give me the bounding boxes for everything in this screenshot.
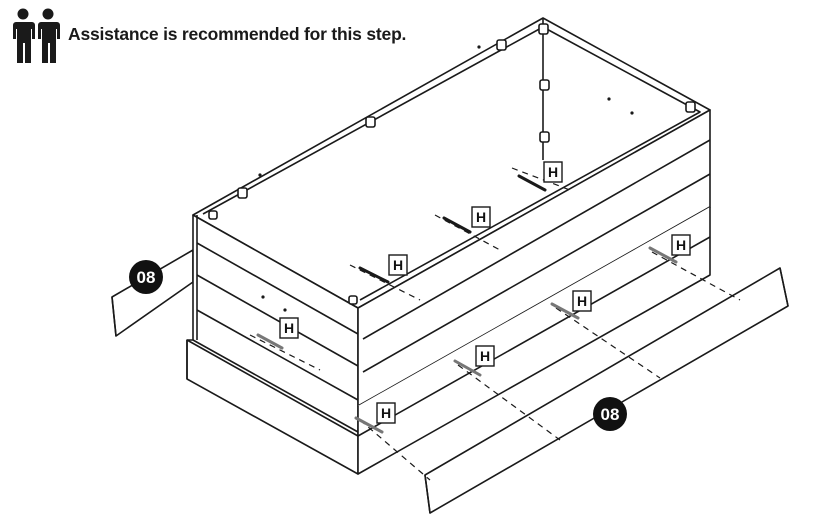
svg-text:H: H <box>548 164 558 180</box>
screw-label-4: H <box>671 234 691 256</box>
svg-text:08: 08 <box>137 268 156 287</box>
assistance-text: Assistance is recommended for this step. <box>68 23 407 44</box>
screw-label-3: H <box>543 161 563 183</box>
assistance-notice: Assistance is recommended for this step. <box>10 8 406 66</box>
cabinet-box <box>186 17 711 475</box>
panel-badge-left: 08 <box>129 260 163 294</box>
svg-text:H: H <box>381 405 391 421</box>
svg-text:H: H <box>480 348 490 364</box>
front-panel-08 <box>424 267 789 514</box>
panel-badge-front: 08 <box>593 397 627 431</box>
svg-text:H: H <box>393 257 403 273</box>
screw-label-5: H <box>572 290 592 312</box>
screw-label-6: H <box>475 345 495 367</box>
screw-label-1: H <box>388 254 408 276</box>
screw-h-labels: H H H H H H H H <box>279 161 691 424</box>
svg-text:H: H <box>676 237 686 253</box>
svg-text:08: 08 <box>601 405 620 424</box>
svg-text:H: H <box>284 320 294 336</box>
screw-label-7: H <box>376 402 396 424</box>
screw-label-8: H <box>279 317 299 339</box>
svg-text:H: H <box>476 209 486 225</box>
two-people-icon <box>13 8 60 63</box>
screw-label-2: H <box>471 206 491 228</box>
svg-text:H: H <box>577 293 587 309</box>
